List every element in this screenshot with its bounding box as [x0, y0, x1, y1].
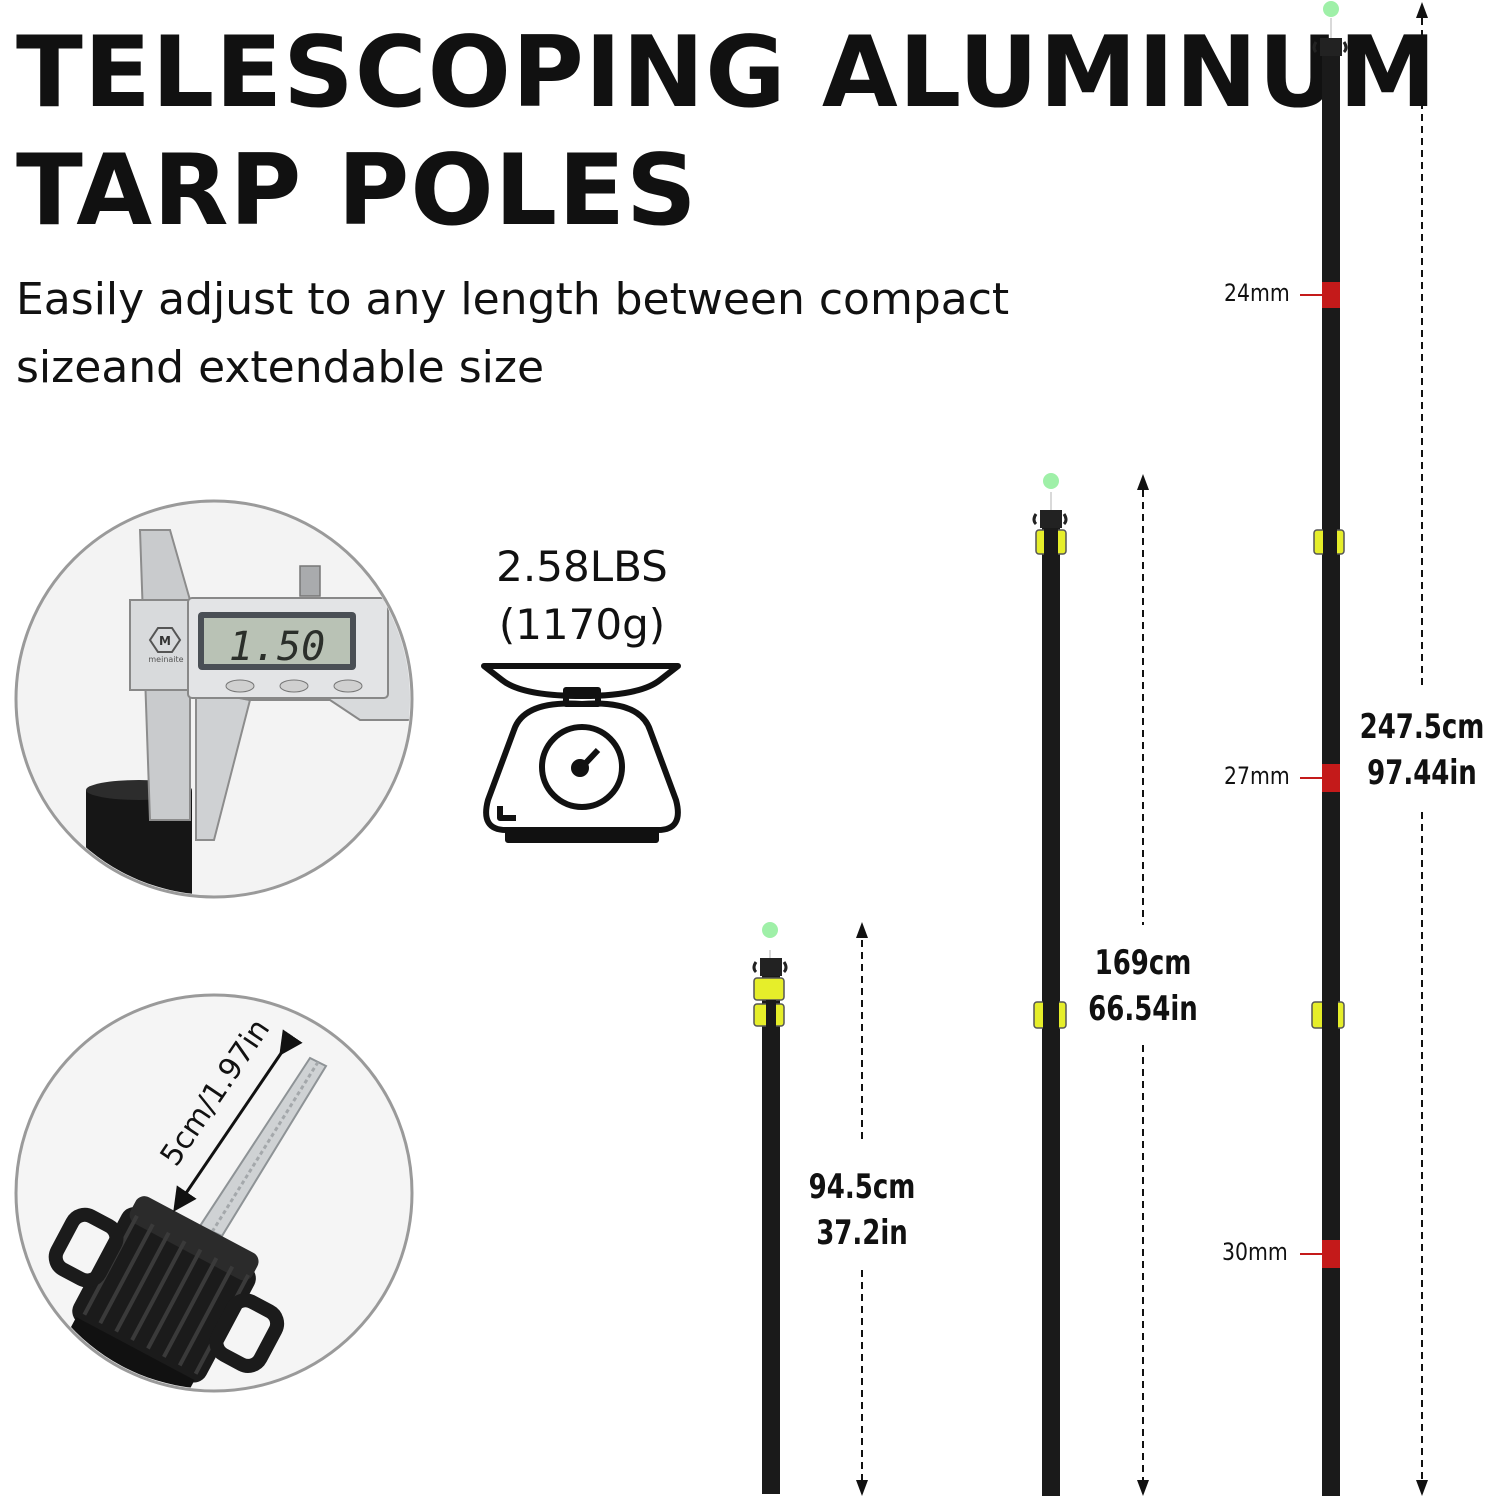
pole-tall-cm: 247.5cm [1359, 707, 1485, 747]
diameter-30mm: 30mm [1222, 1238, 1288, 1266]
weight-grams: (1170g) [498, 600, 666, 649]
pole-short-dimension [856, 922, 868, 1496]
caliper-display: 1.50 [229, 624, 325, 670]
pole-tall-dimension [1416, 2, 1428, 1496]
pole-medium [1032, 473, 1068, 1496]
pole-medium-cm: 169cm [1094, 943, 1192, 983]
title-line-2: TARP POLES [16, 134, 698, 248]
caliper-brand: meinaite [148, 655, 183, 664]
diameter-27mm: 27mm [1224, 762, 1290, 790]
pole-tall-in: 97.44in [1367, 753, 1477, 793]
subtitle-line-2: sizeand extendable size [16, 342, 545, 393]
subtitle: Easily adjust to any length between comp… [16, 266, 1009, 402]
pole-short-length: 94.5cm 37.2in [794, 1164, 930, 1256]
pole-short [752, 922, 788, 1494]
spike-photo: 5cm/1.97in [14, 993, 414, 1393]
pole-medium-in: 66.54in [1088, 989, 1198, 1029]
title-line-1: TELESCOPING ALUMINUM [16, 16, 1438, 130]
svg-text:M: M [159, 634, 171, 648]
scale-icon [481, 663, 681, 843]
pole-tall-length: 247.5cm 97.44in [1352, 704, 1491, 796]
caliper-photo: 1.50 M meinaite [14, 499, 414, 899]
page-title: TELESCOPING ALUMINUM TARP POLES [16, 14, 1437, 250]
weight-label: 2.58LBS (1170g) [470, 538, 694, 654]
subtitle-line-1: Easily adjust to any length between comp… [16, 274, 1010, 325]
pole-short-in: 37.2in [816, 1213, 908, 1253]
pole-short-cm: 94.5cm [808, 1167, 916, 1207]
pole-medium-dimension [1137, 474, 1149, 1496]
weight-lbs: 2.58LBS [496, 542, 668, 591]
pole-tall [1300, 1, 1348, 1496]
pole-medium-length: 169cm 66.54in [1075, 940, 1211, 1032]
diameter-24mm: 24mm [1224, 279, 1290, 307]
